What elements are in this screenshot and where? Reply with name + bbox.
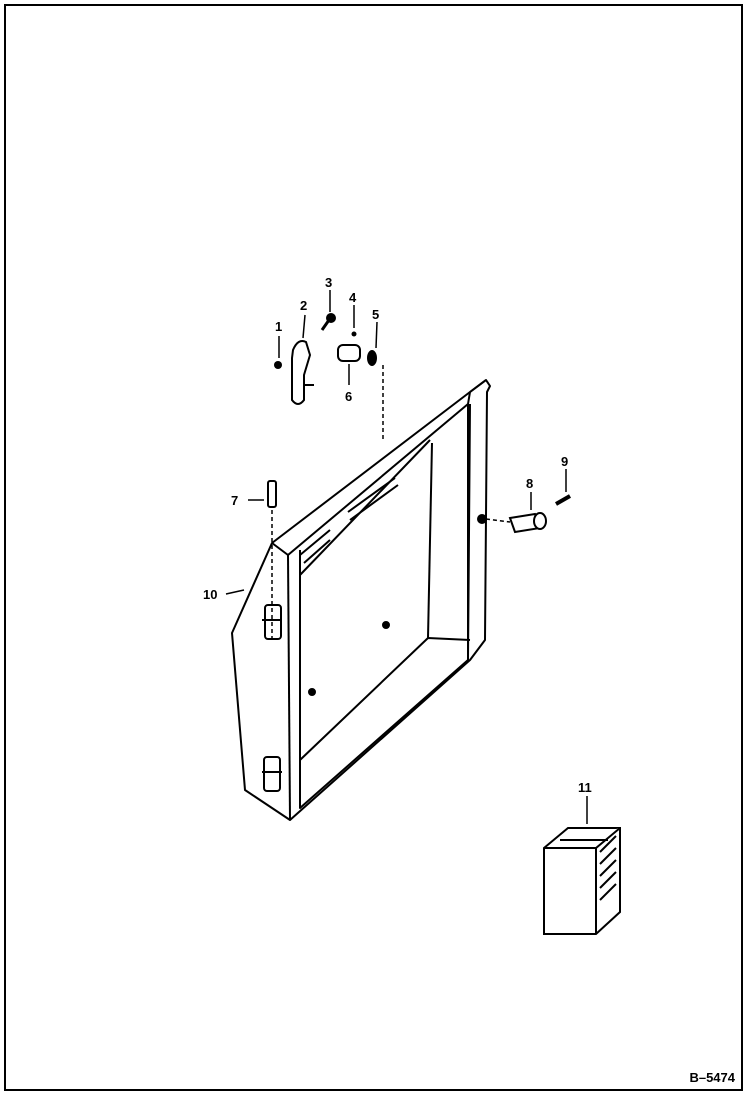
callout-1: 1 <box>275 319 282 334</box>
page-border <box>4 4 743 1091</box>
leader-lines <box>225 290 588 824</box>
housing-part-10 <box>231 379 491 821</box>
nut-part-1 <box>274 361 282 369</box>
lock-part-8 <box>508 512 547 534</box>
callout-11: 11 <box>578 780 592 795</box>
callout-4: 4 <box>349 290 357 305</box>
barrel-part-6 <box>337 344 361 362</box>
callout-9: 9 <box>561 454 568 469</box>
callout-2: 2 <box>300 298 307 313</box>
callout-5: 5 <box>372 307 379 322</box>
callout-6: 6 <box>345 389 352 404</box>
washer-part-5 <box>367 350 377 366</box>
callout-8: 8 <box>526 476 533 491</box>
bolt-part-3 <box>320 313 336 331</box>
assembly-lines <box>271 365 511 640</box>
key-part-9 <box>555 494 571 506</box>
ball-part-4 <box>351 331 357 337</box>
callout-10: 10 <box>203 587 217 602</box>
latch-part-2 <box>291 340 314 405</box>
callout-7: 7 <box>231 493 238 508</box>
box-part-11 <box>543 827 621 935</box>
pin-part-7 <box>267 480 277 508</box>
callout-3: 3 <box>325 275 332 290</box>
figure-id: B–5474 <box>689 1070 735 1085</box>
